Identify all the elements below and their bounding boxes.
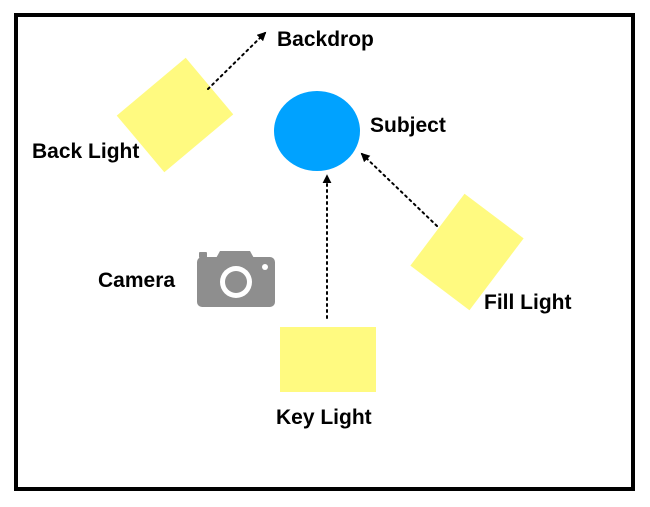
key-light bbox=[280, 327, 376, 392]
key-light-label: Key Light bbox=[276, 406, 372, 429]
back-light bbox=[116, 57, 234, 173]
fill-light-label: Fill Light bbox=[484, 291, 571, 314]
back-light-label: Back Light bbox=[32, 140, 139, 163]
arrow-to-backdrop bbox=[207, 31, 267, 90]
fill-light bbox=[410, 193, 524, 311]
camera-label: Camera bbox=[98, 269, 175, 292]
subject-label: Subject bbox=[370, 114, 446, 137]
subject bbox=[274, 91, 360, 171]
backdrop-label: Backdrop bbox=[277, 28, 374, 51]
camera-icon bbox=[197, 251, 275, 307]
arrow-fill-to-subject bbox=[360, 152, 438, 227]
